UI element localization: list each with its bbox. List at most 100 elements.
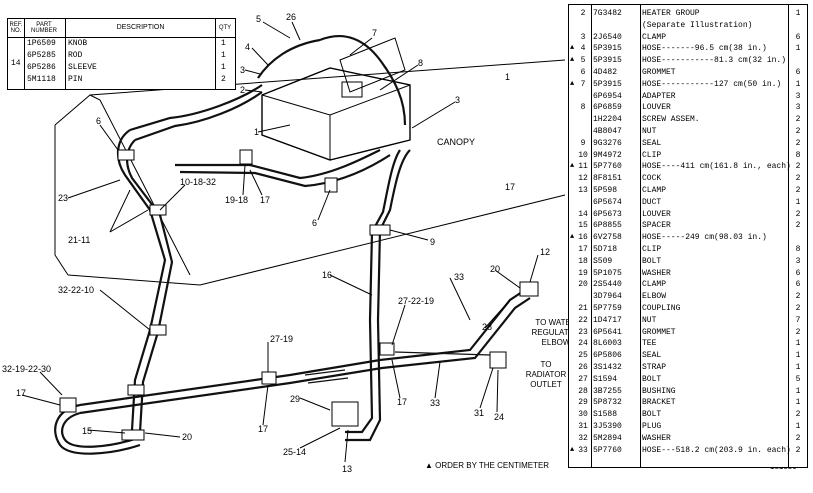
- cell-part: 3J5390: [593, 422, 622, 431]
- callout-12: 12: [540, 247, 550, 257]
- cell-desc: CLIP: [642, 150, 662, 160]
- canopy-outline: [54, 59, 566, 286]
- cell-qty: 2: [795, 209, 801, 219]
- cell-ref: 7: [580, 79, 586, 89]
- cell-qty: 2: [795, 221, 801, 231]
- cell-qty: 1: [795, 386, 801, 396]
- cell-part: 2J6540: [593, 32, 622, 42]
- cell-desc: SPACER: [642, 221, 671, 231]
- cell-desc: SCREW ASSEM.: [642, 115, 700, 125]
- cell-desc: NUT: [642, 127, 657, 136]
- cell-ref: 17: [578, 245, 588, 254]
- cell-qty: 2: [221, 75, 226, 84]
- callout-29: 29: [290, 394, 300, 404]
- cell-qty: 2: [795, 115, 801, 125]
- cell-desc: BOLT: [642, 410, 662, 420]
- cell-desc: COUPLING: [642, 304, 681, 313]
- callout-13: 13: [342, 464, 352, 474]
- cell-qty: 2: [795, 138, 801, 148]
- cell-part: 6P5641: [593, 327, 622, 337]
- cell-desc: PLUG: [642, 422, 662, 431]
- cell-desc: COCK: [642, 174, 662, 184]
- cell-part: 7G3482: [593, 9, 622, 18]
- callout-28: 28: [482, 322, 492, 332]
- clamps: [59, 149, 539, 441]
- callout-27-22-19: 27-22-19: [398, 296, 434, 306]
- cell-part: 9G3276: [593, 138, 622, 148]
- cell-part: 5P3915: [593, 56, 622, 66]
- callout-6: 6: [96, 116, 101, 126]
- cell-qty: 2: [795, 433, 801, 443]
- callout-3: 3: [240, 65, 245, 75]
- cell-qty: 2: [795, 410, 801, 420]
- cell-qty: 6: [795, 68, 801, 77]
- cell-ref: 27: [578, 374, 588, 384]
- cell-part: 6P5285: [27, 51, 56, 60]
- callout-19-18: 19-18: [225, 195, 248, 205]
- group-ref: 14: [11, 59, 21, 68]
- cell-desc: HOSE-----------81.3 cm(32 in.): [642, 56, 787, 66]
- cell-qty: 2: [795, 327, 801, 337]
- cell-qty: 5: [795, 374, 801, 384]
- canopy-label: CANOPY: [437, 137, 475, 147]
- cell-part: 3B7255: [593, 386, 622, 396]
- cell-qty: 1: [221, 51, 226, 60]
- cell-part: 3D7964: [593, 292, 622, 302]
- cell-part: 5P3915: [593, 79, 622, 89]
- cell-qty: 1: [221, 39, 226, 48]
- callout-9: 9: [430, 237, 435, 247]
- callout-17a: 17: [397, 397, 407, 407]
- callout-17e: 17: [16, 388, 26, 398]
- cell-ref: 2: [580, 9, 586, 18]
- cell-desc: TEE: [642, 339, 657, 349]
- divider: [215, 19, 216, 89]
- cell-ref: 22: [578, 315, 588, 325]
- heater-group: [261, 37, 411, 161]
- table-header: REF. NO. PART NUMBER DESCRIPTION QTY: [8, 19, 235, 38]
- cell-desc: SEAL: [642, 351, 662, 361]
- cell-qty: 8: [795, 245, 801, 254]
- callout-6b: 6: [312, 218, 317, 228]
- order-by-length-marker: ▲: [570, 162, 575, 171]
- cell-desc: HOSE----411 cm(161.8 in., each): [642, 162, 791, 172]
- cell-desc: KNOB: [68, 39, 88, 48]
- cell-part: 5P7759: [593, 304, 622, 313]
- callout-26: 26: [286, 12, 296, 22]
- cell-desc: BOLT: [642, 374, 662, 384]
- divider: [640, 5, 641, 467]
- cell-ref: 32: [578, 433, 588, 443]
- cell-part: 4D482: [593, 68, 618, 77]
- header-ref: REF. NO.: [9, 22, 23, 34]
- cell-part: 1H2204: [593, 115, 622, 125]
- cell-qty: 1: [795, 363, 801, 372]
- cell-qty: 1: [795, 197, 801, 207]
- cell-qty: 2: [795, 304, 801, 313]
- cell-part: 5M1118: [27, 75, 56, 84]
- callout-20b: 20: [182, 432, 192, 442]
- cell-desc: HOSE-------96.5 cm(38 in.): [642, 44, 767, 54]
- cell-part: 2S5440: [593, 280, 622, 290]
- table-row: (Separate Illustration): [569, 20, 807, 31]
- cell-part: S1588: [593, 410, 618, 420]
- callout-20: 20: [490, 264, 500, 274]
- cell-ref: 18: [578, 256, 588, 266]
- cell-desc: HOSE-----------127 cm(50 in.): [642, 79, 782, 89]
